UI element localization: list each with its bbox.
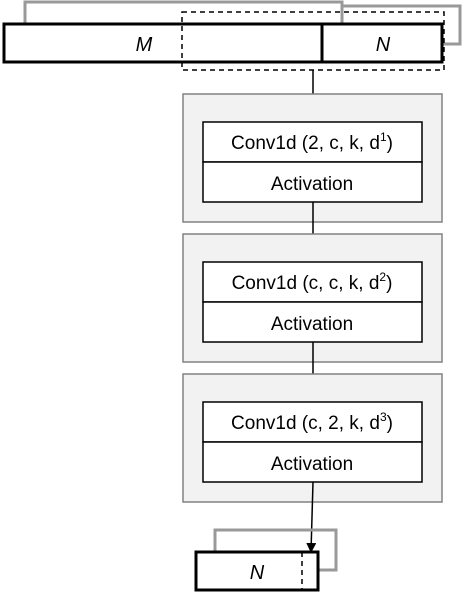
- block-1-conv-box: [202, 121, 423, 163]
- input-buffer-n: [320, 22, 444, 64]
- input-buffer-m: [2, 22, 326, 64]
- output-buffer-n: [194, 550, 320, 592]
- block-3-conv-box: [202, 401, 423, 443]
- block-1-conv-label: Conv1d (2, c, k, d1): [231, 130, 393, 154]
- block-3-activation-label: Activation: [271, 454, 353, 475]
- output-feedback-loop: [213, 528, 338, 572]
- output-n-label: N: [250, 562, 265, 584]
- input-m-label: M: [136, 34, 153, 56]
- block-2-activation-box: [202, 301, 423, 343]
- block-1-activation-label: Activation: [271, 174, 353, 195]
- block-2-activation-label: Activation: [271, 314, 353, 335]
- block-3-conv-label: Conv1d (c, 2, k, d3): [231, 410, 393, 434]
- arrow-block3-to-output: [306, 481, 317, 553]
- input-side-loop: [342, 4, 462, 46]
- block-2-conv-box: [202, 261, 423, 303]
- layer-block-3: Conv1d (c, 2, k, d3) Activation: [182, 373, 443, 503]
- block-2-conv-label: Conv1d (c, c, k, d2): [232, 270, 393, 294]
- input-feedback-loop: [23, 0, 344, 24]
- layer-block-2: Conv1d (c, c, k, d2) Activation: [182, 233, 443, 363]
- layer-block-1: Conv1d (2, c, k, d1) Activation: [182, 93, 443, 223]
- input-n-label: N: [376, 34, 391, 56]
